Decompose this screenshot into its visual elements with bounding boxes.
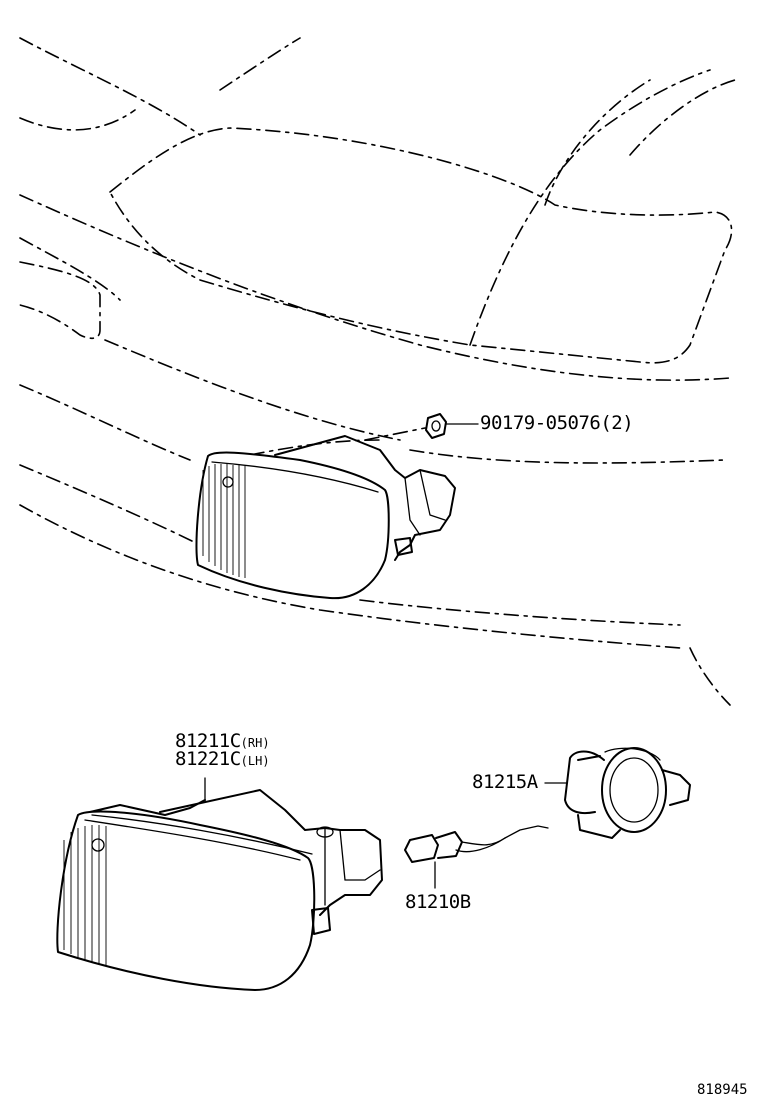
fog-lamp-rh-label: 81211C(RH) xyxy=(175,732,270,751)
diagram-code: 818945 xyxy=(697,1082,748,1098)
fog-lamp-lh-part-number: 81221C xyxy=(175,748,241,770)
bulb-part-label: 81210B xyxy=(405,891,471,913)
nut-part-number: 90179-05076 xyxy=(480,412,601,434)
nut-quantity: (2) xyxy=(600,412,634,434)
nut-part-label: 90179-05076(2) xyxy=(480,412,634,434)
fog-lamp-lh-side: (LH) xyxy=(240,754,270,768)
vehicle-body-outline xyxy=(19,37,736,706)
fog-lamp-lh-label: 81221C(LH) xyxy=(175,750,270,769)
socket-part-label: 81215A xyxy=(472,771,538,793)
fog-lamp-rh-side: (RH) xyxy=(240,736,270,750)
socket-icon xyxy=(544,747,691,839)
nut-icon xyxy=(425,413,479,439)
fog-lamp-rh-part-number: 81211C xyxy=(175,730,241,752)
fog-lamp-installed xyxy=(195,435,456,600)
fog-lamp-exploded xyxy=(56,777,383,991)
bulb-icon xyxy=(404,825,549,889)
